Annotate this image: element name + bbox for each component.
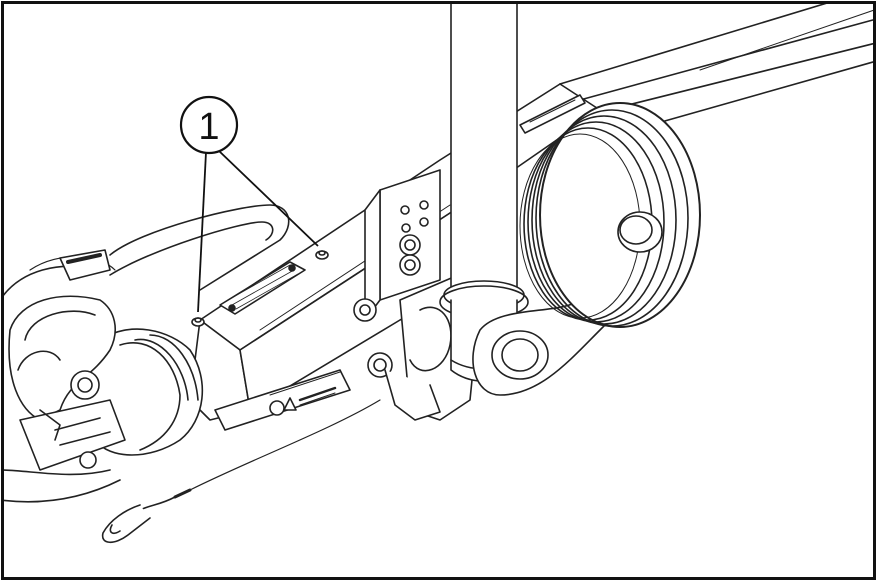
callout-1-leader-rear <box>217 149 319 247</box>
bellows <box>94 328 204 456</box>
callout-1-leader-front <box>197 151 207 313</box>
grease-nipple-rear <box>315 250 329 260</box>
handle-loop <box>109 204 290 291</box>
type-plate <box>219 261 306 315</box>
breakaway-cable <box>101 399 381 544</box>
coupling-head <box>4 249 126 503</box>
jockey-wheel <box>519 102 701 328</box>
damper-cylinder <box>214 369 351 431</box>
callout-1-label: 1 <box>198 106 219 148</box>
callout-1: 1 <box>179 95 319 313</box>
callout-1-circle <box>179 95 239 155</box>
grease-nipple-front <box>191 317 205 327</box>
